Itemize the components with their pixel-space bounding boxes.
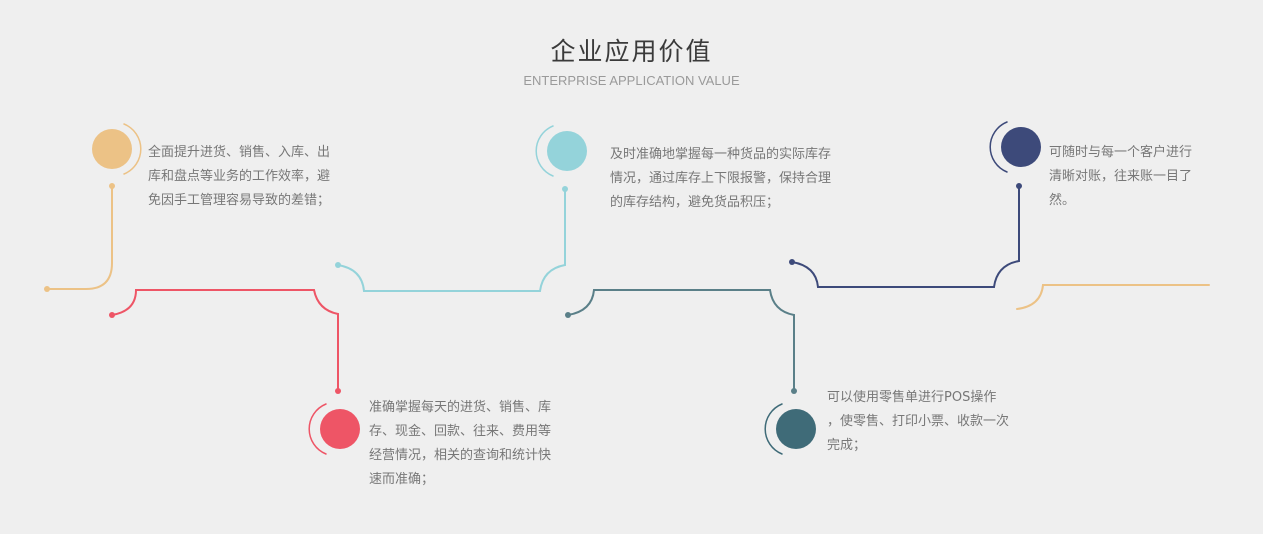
connector-path-navy bbox=[789, 183, 1022, 288]
connector-path-teal bbox=[565, 289, 797, 394]
node-teal[interactable] bbox=[764, 403, 816, 455]
item-2-description: 及时准确地掌握每一种货品的实际库存 情况，通过库存上下限报警，保持合理 的库存结… bbox=[610, 147, 832, 210]
item-3-description: 可随时与每一个客户进行 清晰对账，往来账一目了 然。 bbox=[1049, 145, 1193, 208]
item-1-description: 全面提升进货、销售、入库、出 库和盘点等业务的工作效率，避 免因手工管理容易导致… bbox=[148, 145, 331, 208]
item-4-description: 准确掌握每天的进货、销售、库 存、现金、回款、往来、费用等 经营情况，相关的查询… bbox=[369, 400, 552, 487]
node-navy[interactable] bbox=[989, 121, 1041, 173]
connector-path-red bbox=[109, 289, 341, 394]
item-5-description: 可以使用零售单进行POS操作 ，使零售、打印小票、收款一次 完成； bbox=[827, 390, 1010, 453]
connector-path-orange bbox=[44, 183, 115, 292]
node-orange[interactable] bbox=[92, 123, 142, 175]
node-red[interactable] bbox=[308, 403, 360, 455]
page-subtitle: ENTERPRISE APPLICATION VALUE bbox=[523, 73, 740, 88]
connector-path-orange-tail bbox=[1016, 284, 1210, 310]
connector-path-cyan bbox=[335, 186, 568, 292]
node-cyan[interactable] bbox=[535, 125, 587, 177]
page-title: 企业应用价值 bbox=[550, 37, 713, 66]
